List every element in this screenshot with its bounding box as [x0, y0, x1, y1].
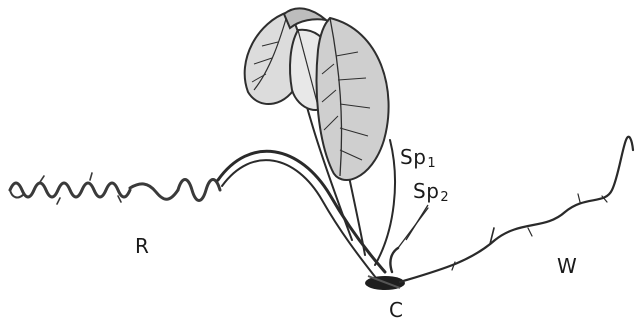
- leaves-sp1: [245, 8, 389, 180]
- label-sp1: Sp1: [400, 147, 436, 170]
- label-sp2-main: Sp: [413, 179, 439, 203]
- label-sp1-main: Sp: [400, 145, 426, 169]
- sp2-leader-line: [406, 205, 428, 240]
- label-r: R: [135, 236, 149, 256]
- label-w: W: [557, 256, 577, 276]
- label-sp2: Sp2: [413, 181, 449, 204]
- label-sp2-sub: 2: [440, 190, 449, 205]
- coiled-root: [10, 173, 220, 204]
- crown: [365, 276, 405, 290]
- leaf-hood: [284, 8, 326, 28]
- label-c: C: [389, 300, 403, 320]
- sprout-sp2: [390, 208, 428, 272]
- label-sp1-sub: 1: [427, 156, 436, 171]
